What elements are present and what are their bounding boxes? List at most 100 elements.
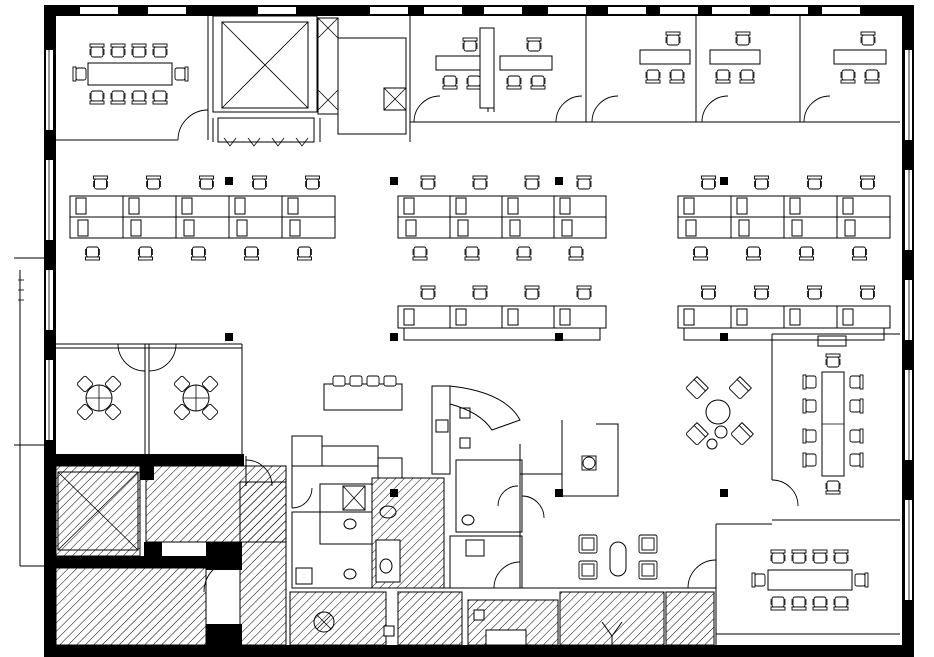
chair (770, 549, 786, 564)
bench-center (323, 375, 403, 411)
chair (244, 246, 259, 261)
workstation-bank (69, 175, 336, 261)
chair (854, 572, 869, 588)
lounge-chair (686, 422, 709, 445)
chair (420, 285, 436, 300)
chair (174, 66, 189, 82)
chair (297, 246, 312, 261)
chair (72, 66, 87, 82)
chair (131, 43, 147, 58)
chair (349, 375, 363, 387)
chair (104, 403, 122, 421)
chair (152, 43, 168, 58)
office-desk (639, 49, 691, 65)
conference-room-south-east (716, 523, 900, 635)
chair (802, 428, 817, 444)
conference-room-east (771, 333, 900, 521)
chair (860, 31, 876, 46)
chair (754, 285, 769, 300)
chair (199, 175, 214, 190)
huddle-table (173, 375, 219, 421)
chair (701, 175, 716, 190)
lounge-chair (578, 560, 598, 580)
chair (76, 403, 94, 421)
office-credenza (479, 27, 495, 109)
lounge (686, 376, 754, 450)
chair (201, 375, 219, 393)
chair (812, 549, 828, 564)
lounge-chair (578, 534, 598, 554)
chair (383, 375, 397, 387)
core-stairs-elevators (44, 454, 287, 646)
workstation-bank (397, 175, 607, 261)
chair (568, 246, 584, 261)
chair (146, 175, 161, 190)
chair (852, 246, 867, 261)
chair (770, 596, 786, 611)
chair (864, 69, 880, 84)
chair (252, 175, 267, 190)
chair (812, 596, 828, 611)
reception (519, 420, 717, 645)
chair (825, 353, 841, 368)
chair (131, 90, 147, 105)
chair (76, 375, 94, 393)
chair (849, 428, 864, 444)
workstation-bank (397, 285, 607, 341)
chair (110, 90, 126, 105)
chair (516, 246, 532, 261)
chair (576, 285, 592, 300)
chair (412, 246, 428, 261)
chair (807, 285, 822, 300)
chair (751, 572, 766, 588)
chair (138, 246, 153, 261)
chair (110, 43, 126, 58)
chair (791, 549, 807, 564)
exterior-walls (14, 5, 914, 657)
chair (833, 549, 849, 564)
chair (93, 175, 108, 190)
office-desk (709, 49, 761, 65)
chair (524, 285, 540, 300)
chair (506, 75, 522, 90)
office-desk (499, 55, 553, 71)
exterior-stair (14, 257, 44, 567)
chair (420, 175, 436, 190)
chair (833, 596, 849, 611)
chair (849, 452, 864, 468)
chair (825, 480, 841, 495)
chair (693, 246, 708, 261)
chair (665, 31, 681, 46)
workstations (69, 175, 891, 341)
south-corridor (289, 587, 716, 646)
chair (849, 398, 864, 414)
chair (366, 375, 380, 387)
chair (715, 69, 731, 84)
chair (840, 69, 856, 84)
chair (860, 285, 875, 300)
chair (526, 37, 542, 52)
chair (802, 374, 817, 390)
chair (746, 246, 761, 261)
workstation-bank (677, 285, 891, 341)
chair (530, 75, 546, 90)
chair (802, 398, 817, 414)
chair (739, 69, 755, 84)
lounge-chair (731, 422, 754, 445)
chair (791, 596, 807, 611)
workstation-bank (677, 175, 891, 261)
chair (735, 31, 751, 46)
private-offices-north (409, 16, 900, 142)
chair (849, 374, 864, 390)
chair (462, 37, 478, 52)
chair (305, 175, 320, 190)
chair (645, 69, 661, 84)
chair (201, 403, 219, 421)
lounge-chair (686, 376, 709, 399)
chair (701, 285, 716, 300)
chair (799, 246, 814, 261)
chair (89, 43, 105, 58)
chair (466, 75, 482, 90)
chair (464, 246, 480, 261)
